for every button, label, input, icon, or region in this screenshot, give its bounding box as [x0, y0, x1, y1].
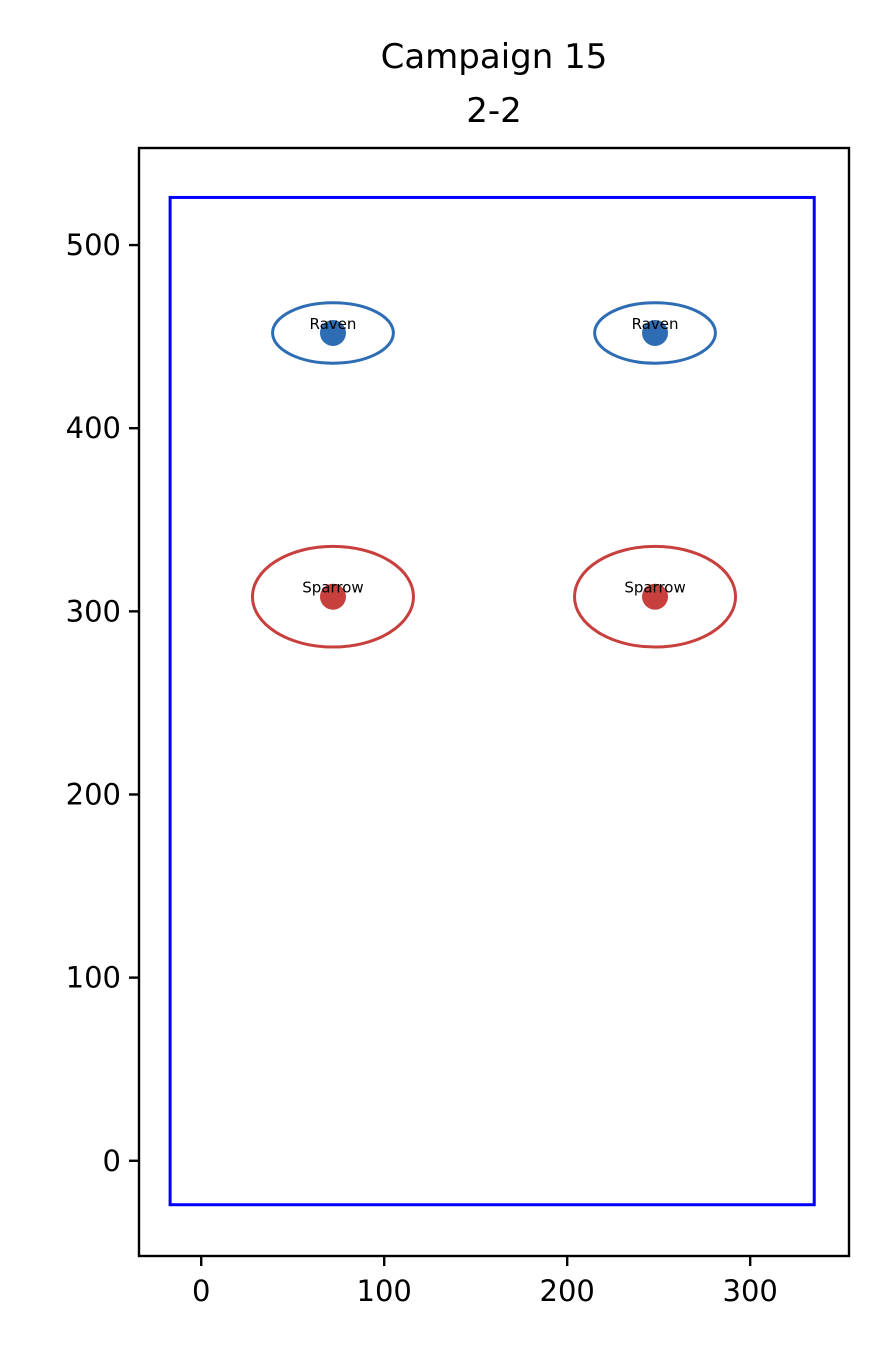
point-ellipse: [271, 301, 395, 365]
point-ellipse: [593, 301, 717, 365]
boundary-layer: [168, 195, 816, 1207]
x-tick-label: 100: [357, 1274, 412, 1308]
point-label: Sparrow: [624, 579, 685, 597]
boundary-rect: [168, 195, 816, 1207]
point-label: Raven: [310, 315, 357, 333]
data-point: [319, 583, 346, 610]
y-tick-label: 100: [66, 961, 121, 995]
axes-layer: 0 100 200 300 0 100 200 300 400 500: [66, 146, 851, 1308]
chart-title: Campaign 15 2-2: [381, 37, 608, 131]
data-point: [642, 583, 669, 610]
chart-title-line-1: Campaign 15: [381, 37, 608, 77]
x-tick-label: 0: [192, 1274, 210, 1308]
point-label: Sparrow: [302, 579, 363, 597]
axes-frame: [137, 146, 851, 1258]
y-tick-label: 300: [66, 594, 121, 628]
x-tick-label: 300: [723, 1274, 778, 1308]
point-ellipse: [573, 544, 738, 649]
x-tick-label: 200: [540, 1274, 595, 1308]
y-tick-label: 500: [66, 228, 121, 262]
y-tick-label: 400: [66, 411, 121, 445]
chart-title-line-2: 2-2: [466, 91, 522, 131]
data-point: [642, 319, 669, 346]
y-tick-label: 0: [103, 1144, 121, 1178]
point-label: Raven: [632, 315, 679, 333]
y-tick-label: 200: [66, 777, 121, 811]
data-point: [319, 319, 346, 346]
point-ellipse: [250, 544, 415, 649]
